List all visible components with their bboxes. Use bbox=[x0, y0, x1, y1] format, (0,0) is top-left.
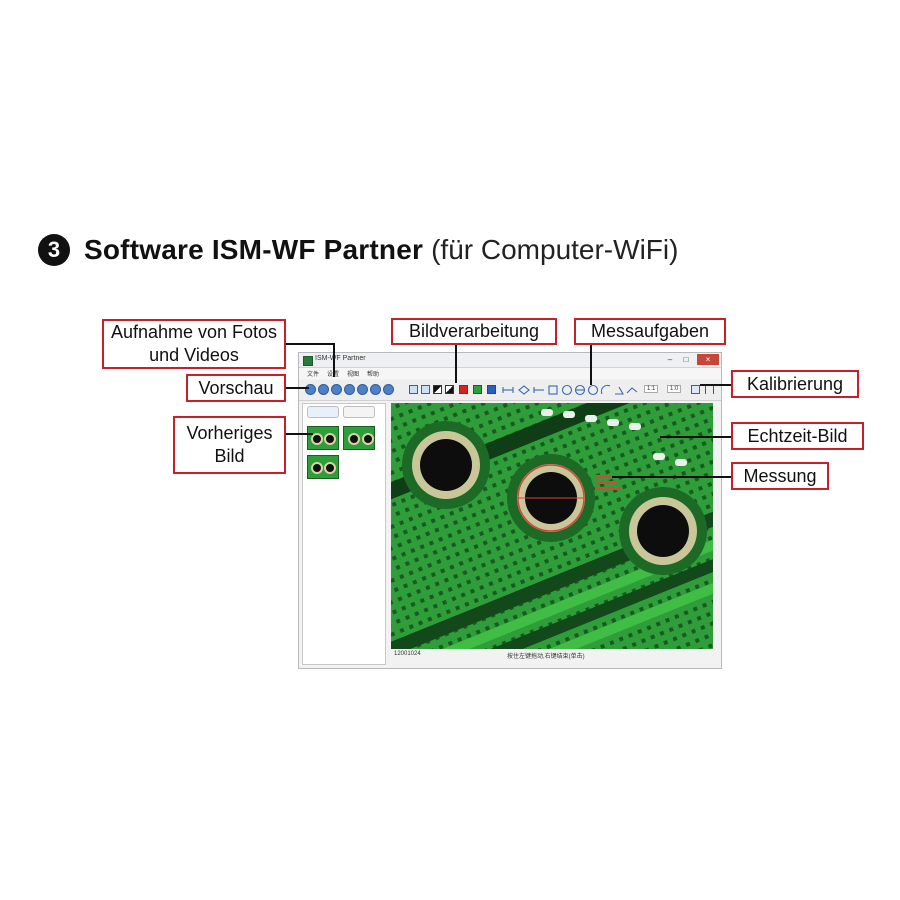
white-pads bbox=[541, 409, 687, 466]
leader-line bbox=[285, 433, 313, 435]
via-hole-right bbox=[619, 487, 707, 575]
leader-line bbox=[333, 343, 335, 377]
leader-line bbox=[285, 343, 335, 345]
window-title: ISM-WF Partner bbox=[315, 355, 366, 362]
calibration-settings-icon[interactable] bbox=[705, 385, 714, 394]
calibration-icon[interactable] bbox=[691, 385, 700, 394]
minimize-button[interactable]: – bbox=[667, 355, 673, 364]
leader-line bbox=[285, 387, 309, 389]
preview-button[interactable] bbox=[305, 384, 316, 395]
folder-button[interactable] bbox=[370, 384, 381, 395]
blue-channel-icon[interactable] bbox=[487, 385, 496, 394]
via-hole-center bbox=[507, 454, 595, 542]
menu-help[interactable]: 帮助 bbox=[367, 372, 380, 378]
status-hint: 按住左键拖动,右键结束(单击) bbox=[507, 654, 585, 660]
close-button[interactable]: × bbox=[697, 354, 719, 365]
invert-icon[interactable] bbox=[445, 385, 454, 394]
contrast-icon[interactable] bbox=[433, 385, 442, 394]
arc-tool-icon bbox=[600, 384, 611, 395]
measurement-label bbox=[595, 475, 623, 490]
callout-previous-image: Vorheriges Bild bbox=[173, 416, 286, 474]
circle-diameter-icon bbox=[574, 384, 586, 396]
green-channel-icon[interactable] bbox=[473, 385, 482, 394]
angle-tool-icon bbox=[615, 386, 624, 395]
pcb-trace bbox=[391, 541, 713, 649]
heading-title: Software ISM-WF Partner bbox=[84, 234, 424, 265]
callout-live-image: Echtzeit-Bild bbox=[731, 422, 864, 450]
leader-line bbox=[455, 343, 457, 383]
leader-line bbox=[700, 384, 732, 386]
zoom-field[interactable]: 1:1 bbox=[644, 385, 659, 393]
tab-videos[interactable] bbox=[343, 406, 375, 418]
thumbnail-item[interactable] bbox=[307, 426, 339, 450]
mirror-icon[interactable] bbox=[421, 385, 430, 394]
menu-file[interactable]: 文件 bbox=[307, 372, 320, 378]
export-button[interactable] bbox=[383, 384, 394, 395]
back-button[interactable] bbox=[318, 384, 329, 395]
red-channel-icon[interactable] bbox=[459, 385, 468, 394]
callout-capture: Aufnahme von Fotos und Videos bbox=[102, 319, 286, 369]
rhombus-tool-icon bbox=[518, 385, 530, 395]
callout-measurement: Messung bbox=[731, 462, 829, 490]
via-hole-left bbox=[402, 421, 490, 509]
status-resolution: 12001024 bbox=[394, 651, 421, 657]
callout-image-processing: Bildverarbeitung bbox=[391, 318, 557, 345]
leader-line bbox=[590, 343, 592, 385]
measurement-tools[interactable] bbox=[501, 384, 641, 396]
title-bar: ISM-WF Partner – □ × bbox=[299, 353, 721, 368]
scale-field[interactable]: 1:0 bbox=[667, 385, 682, 393]
menu-view[interactable]: 视图 bbox=[347, 372, 360, 378]
live-image-view[interactable] bbox=[391, 403, 713, 649]
section-heading: 3 Software ISM-WF Partner (für Computer-… bbox=[38, 228, 678, 272]
heading-subtitle: (für Computer-WiFi) bbox=[431, 234, 679, 265]
stop-button[interactable] bbox=[357, 384, 368, 395]
thumbnail-item[interactable] bbox=[343, 426, 375, 450]
toolbar: 1:1 1:0 bbox=[299, 380, 721, 401]
tab-photos[interactable] bbox=[307, 406, 339, 418]
app-window: ISM-WF Partner – □ × 文件 设置 视图 帮助 bbox=[298, 352, 722, 669]
callout-calibration: Kalibrierung bbox=[731, 370, 859, 398]
pcb-trace bbox=[391, 520, 713, 649]
record-button[interactable] bbox=[344, 384, 355, 395]
rectangle-tool-icon bbox=[548, 385, 558, 395]
circle-tool-icon bbox=[561, 384, 573, 396]
thumbnail-item[interactable] bbox=[307, 455, 339, 479]
polyline-tool-icon bbox=[626, 387, 638, 394]
callout-measurement-tasks: Messaufgaben bbox=[574, 318, 726, 345]
leader-line bbox=[612, 476, 732, 478]
flip-icon[interactable] bbox=[409, 385, 418, 394]
maximize-button[interactable]: □ bbox=[683, 355, 689, 364]
step-number-badge: 3 bbox=[38, 234, 70, 266]
app-icon bbox=[303, 356, 313, 366]
thumbnail-panel bbox=[302, 403, 386, 665]
circle-three-point-icon bbox=[587, 384, 599, 396]
menu-bar: 文件 设置 视图 帮助 bbox=[299, 368, 721, 379]
leader-line bbox=[660, 436, 732, 438]
snapshot-button[interactable] bbox=[331, 384, 342, 395]
callout-preview: Vorschau bbox=[186, 374, 286, 402]
